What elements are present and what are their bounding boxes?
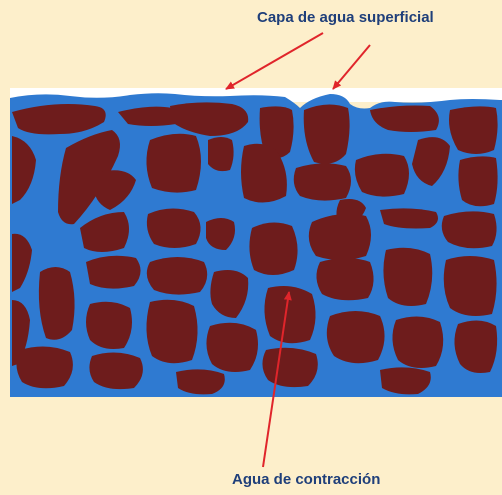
soil-particle xyxy=(147,257,207,295)
soil-particle xyxy=(206,323,258,372)
soil-particle xyxy=(304,104,350,163)
soil-particle xyxy=(86,302,132,349)
soil-particle xyxy=(355,154,409,197)
surface-water-arrow-left xyxy=(226,33,323,89)
soil-particle xyxy=(146,300,197,363)
soil-particle xyxy=(176,369,225,394)
soil-particle xyxy=(444,256,497,316)
soil-particle xyxy=(264,286,315,343)
soil-particle xyxy=(392,316,443,368)
soil-particle xyxy=(208,137,234,171)
soil-particle xyxy=(39,267,75,340)
soil-particle xyxy=(449,106,498,154)
soil-particle xyxy=(442,211,497,248)
soil-particle xyxy=(16,346,72,388)
soil-particle xyxy=(309,214,371,260)
soil-particle xyxy=(86,256,141,289)
soil-particle xyxy=(294,163,351,200)
shrinkage-water-label: Agua de contracción xyxy=(232,471,380,488)
soil-particle xyxy=(316,258,373,300)
soil-particle xyxy=(327,311,385,363)
surface-water-arrow-right xyxy=(333,45,370,89)
soil-particle xyxy=(147,208,201,248)
soil-particle xyxy=(380,208,438,228)
soil-particle xyxy=(89,352,142,389)
soil-particle xyxy=(458,156,497,206)
soil-particle xyxy=(262,348,317,387)
soil-particle xyxy=(380,367,431,394)
soil-particle xyxy=(249,222,297,275)
surface-water-label: Capa de agua superficial xyxy=(257,9,434,26)
soil-particle xyxy=(383,248,432,306)
soil-particle xyxy=(146,134,201,193)
